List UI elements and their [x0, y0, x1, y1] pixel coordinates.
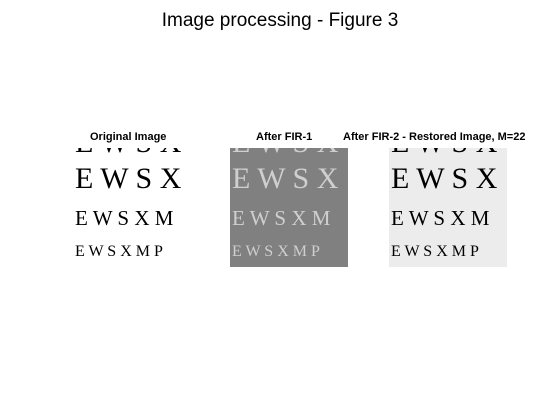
letter-row-1: E W S X: [232, 162, 339, 195]
image-original: E W S X E W S X E W S X M E W S X M P: [73, 148, 191, 267]
image-background: [230, 148, 348, 267]
image-background: [73, 148, 191, 267]
letter-row-1: E W S X: [391, 162, 498, 195]
letter-row-3: E W S X M P: [232, 243, 320, 260]
letter-row-2: E W S X M: [232, 206, 331, 230]
letter-row-clipped: E W S X: [75, 148, 182, 159]
letter-row-3: E W S X M P: [75, 243, 163, 260]
image-canvas-fir2: E W S X E W S X E W S X M E W S X M P: [389, 148, 507, 267]
letter-row-3: E W S X M P: [391, 243, 479, 260]
letter-row-clipped: E W S X: [391, 148, 498, 159]
panel-title-fir2: After FIR-2 - Restored Image, M=22: [343, 131, 526, 143]
image-fir1: E W S X E W S X E W S X M E W S X M P: [230, 148, 348, 267]
letter-row-2: E W S X M: [391, 206, 490, 230]
image-fir2: E W S X E W S X E W S X M E W S X M P: [389, 148, 507, 267]
image-background: [389, 148, 507, 267]
image-canvas-original: E W S X E W S X E W S X M E W S X M P: [73, 148, 191, 267]
letter-row-clipped: E W S X: [232, 148, 339, 159]
image-canvas-fir1: E W S X E W S X E W S X M E W S X M P: [230, 148, 348, 267]
panel-title-fir1: After FIR-1: [256, 131, 313, 143]
panel-title-original: Original Image: [90, 131, 167, 143]
figure-title: Image processing - Figure 3: [161, 10, 399, 31]
letter-row-1: E W S X: [75, 162, 182, 195]
letter-row-2: E W S X M: [75, 206, 174, 230]
